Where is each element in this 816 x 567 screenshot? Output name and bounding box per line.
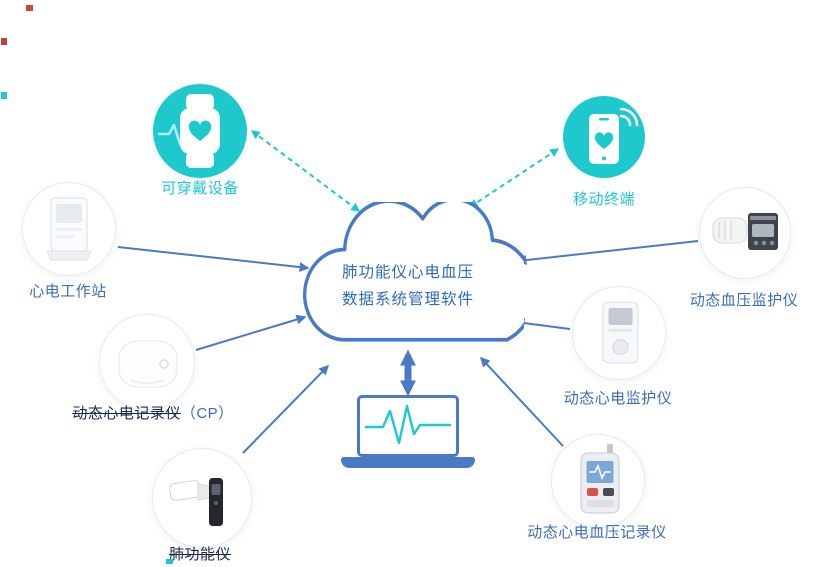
artifact-speck (1, 92, 7, 99)
cloud-title-line2: 数据系统管理软件 (341, 291, 474, 308)
connector-ecg-monitor-cloud (514, 318, 571, 330)
cp-recorder-label-text: 动态心电记录仪 (72, 405, 181, 422)
bp-monitor-label: 动态血压监护仪 (689, 292, 799, 309)
spirometer-label-text: 肺功能仪 (168, 546, 231, 563)
mobile-terminal-label: 移动终端 (572, 191, 635, 208)
bp-monitor-node (699, 187, 791, 279)
connector-ecg-bp-recorder-cloud (479, 356, 564, 447)
artifact-speck (166, 559, 173, 564)
connector-bp-monitor-cloud (516, 240, 699, 266)
ecg-workstation-node (22, 182, 116, 276)
wearable-device-node (153, 84, 247, 178)
connector-mobile-cloud (468, 148, 560, 208)
ecg-monitor-label: 动态心电监护仪 (563, 390, 673, 407)
connector-wearable-cloud (250, 130, 361, 212)
laptop-screen (357, 395, 459, 457)
ecg-waveform-icon (364, 404, 452, 445)
connector-cp-recorder-cloud (195, 314, 307, 351)
cloud-shape (303, 202, 524, 342)
wearable-device-label: 可穿戴设备 (161, 180, 239, 197)
ecg-monitor-image (602, 301, 639, 364)
artifact-speck (1, 38, 7, 45)
cloud-title-line1: 肺功能仪心电血压 (341, 264, 474, 281)
bp-monitor-image (712, 213, 778, 250)
smartwatch-icon (157, 94, 220, 168)
ecg-bp-recorder-node (551, 434, 645, 528)
laptop-base (341, 457, 475, 468)
ecg-bp-recorder-label: 动态心电血压记录仪 (527, 524, 667, 541)
mobile-terminal-node (563, 96, 645, 178)
cloud-title: 肺功能仪心电血压 数据系统管理软件 (294, 259, 522, 313)
connector-workstation-cloud (117, 246, 310, 273)
artifact-speck (26, 5, 33, 11)
ecg-workstation-label: 心电工作站 (29, 283, 107, 300)
spirometer-label: 肺功能仪 (140, 546, 260, 563)
spirometer-node (152, 448, 252, 548)
spirometer-image (169, 478, 223, 526)
smartphone-icon (589, 107, 639, 164)
ecg-monitor-node (572, 286, 666, 380)
ecg-bp-recorder-image (580, 444, 620, 514)
cp-recorder-label-suffix: （CP） (180, 405, 234, 422)
cp-recorder-node (99, 314, 195, 410)
cp-recorder-image (118, 340, 178, 388)
ecg-workstation-image (46, 197, 92, 261)
cp-recorder-label: 动态心电记录仪（CP） (43, 405, 263, 422)
